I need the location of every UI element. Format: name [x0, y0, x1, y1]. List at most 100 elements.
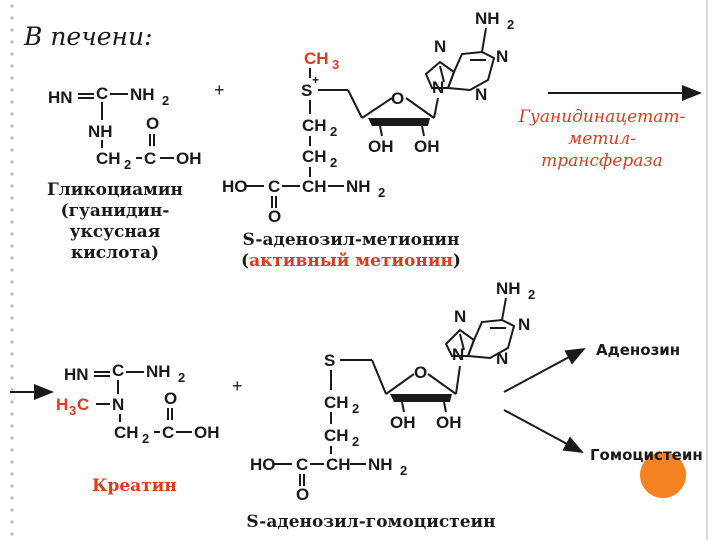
rail-dot: [10, 244, 14, 248]
orange-circle-decoration: [640, 452, 686, 498]
atom-o: O: [268, 207, 281, 226]
rail-dot: [10, 388, 14, 392]
enzyme-line-1: Гуанидинацетат-: [518, 107, 686, 127]
rail-dot: [10, 16, 14, 20]
rail-dot: [10, 508, 14, 512]
atom-o: O: [164, 389, 177, 408]
enzyme-line-2: метил-: [568, 129, 636, 149]
creatine-structure: HN C NH 2 H 3 C N O CH 2 C OH: [56, 361, 220, 446]
atom-nh2: NH: [346, 177, 371, 196]
atom-c: C: [112, 361, 124, 380]
rail-dot: [10, 208, 14, 212]
rail-dot: [10, 28, 14, 32]
rail-dot: [10, 304, 14, 308]
rail-dot: [10, 520, 14, 524]
subscript-2: 2: [330, 155, 337, 170]
subscript-2: 2: [507, 17, 514, 32]
rail-dot: [10, 76, 14, 80]
atom-ch2: CH: [302, 147, 327, 166]
rail-dot: [10, 328, 14, 332]
atom-nh: NH: [88, 122, 113, 141]
atom-c: C: [268, 177, 280, 196]
rail-dot: [10, 148, 14, 152]
subscript-2: 2: [400, 463, 407, 478]
rail-dot: [10, 4, 14, 8]
subscript-2: 2: [178, 370, 185, 385]
rail-dot: [10, 436, 14, 440]
atom-s: S: [324, 351, 335, 370]
right-rail-line: [706, 0, 708, 540]
rail-dot: [10, 460, 14, 464]
atom-n: N: [496, 47, 508, 66]
rail-dot: [10, 160, 14, 164]
atom-nh2: NH: [496, 279, 521, 298]
atom-o: O: [146, 114, 159, 133]
atom-oh: OH: [414, 137, 440, 156]
subscript-2: 2: [528, 287, 535, 302]
charge-plus: +: [312, 73, 319, 87]
atom-h3c-h: H: [56, 395, 68, 414]
slide-title: В печени:: [24, 22, 153, 51]
rail-dot: [10, 52, 14, 56]
reaction-plus-1: +: [214, 80, 225, 100]
caption-line: Гликоциамин: [47, 180, 183, 200]
atom-h3c-c: C: [77, 395, 89, 414]
caption-line: (гуанидин-: [60, 201, 170, 221]
rail-dot: [10, 364, 14, 368]
subscript-2: 2: [352, 401, 359, 416]
atom-c: C: [144, 149, 156, 168]
rail-dot: [10, 64, 14, 68]
sam-structure: CH 3 S + CH 2 CH 2 HO C CH NH 2 O O OH O…: [222, 9, 514, 226]
atom-oh: OH: [176, 149, 202, 168]
caption-line: кислота): [70, 243, 160, 263]
atom-oh: OH: [368, 137, 394, 156]
sam-active-line: (активный метионин): [226, 251, 476, 272]
atom-ch2: CH: [324, 426, 349, 445]
rail-dot: [10, 40, 14, 44]
atom-hn: HN: [64, 365, 89, 384]
rail-dot: [10, 400, 14, 404]
atom-n: N: [452, 345, 464, 364]
atom-ho: HO: [222, 177, 248, 196]
atom-ch2: CH: [114, 423, 139, 442]
sah-caption: S-аденозил-гомоцистеин: [246, 512, 496, 532]
rail-dot: [10, 448, 14, 452]
ring-o: O: [391, 89, 404, 108]
subscript-3: 3: [69, 403, 76, 418]
atom-nh2: NH: [130, 85, 155, 104]
sam-caption: S-аденозил-метионин (активный метионин): [226, 230, 476, 272]
atom-ch2: CH: [302, 116, 327, 135]
subscript-2: 2: [162, 93, 169, 108]
atom-n: N: [454, 307, 466, 326]
subscript-2: 2: [124, 157, 131, 172]
subscript-2: 2: [378, 185, 385, 200]
atom-c: C: [96, 84, 108, 103]
paren-open: (: [241, 251, 250, 271]
product-homocysteine: Гомоцистеин: [590, 446, 703, 464]
rail-dot: [10, 268, 14, 272]
rail-dot: [10, 484, 14, 488]
rail-dot: [10, 340, 14, 344]
rail-dot: [10, 316, 14, 320]
rail-dot: [10, 220, 14, 224]
atom-s: S: [301, 81, 312, 100]
reaction-plus-2: +: [232, 376, 243, 396]
rail-dot: [10, 280, 14, 284]
atom-n: N: [112, 395, 124, 414]
rail-dot: [10, 124, 14, 128]
sam-active-text: активный метионин: [249, 251, 453, 271]
atom-ch2: CH: [96, 149, 121, 168]
rail-dot: [10, 472, 14, 476]
rail-dot: [10, 100, 14, 104]
rail-dot: [10, 292, 14, 296]
atom-oh: OH: [390, 413, 416, 432]
creatine-caption: Креатин: [92, 476, 177, 496]
enzyme-line-3: трансфераза: [541, 151, 663, 171]
atom-n: N: [518, 315, 530, 334]
rail-dot: [10, 88, 14, 92]
atom-n: N: [434, 37, 446, 56]
rail-dot: [10, 256, 14, 260]
rail-dot: [10, 172, 14, 176]
rail-dot: [10, 136, 14, 140]
